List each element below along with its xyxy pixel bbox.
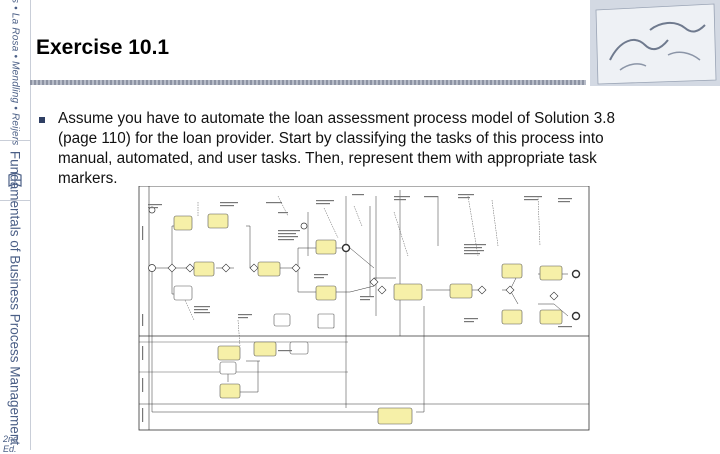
title-divider bbox=[30, 80, 586, 85]
edition-text: 2nd Ed. bbox=[3, 434, 19, 454]
drawing-hands-illustration bbox=[590, 0, 720, 86]
exercise-text: Assume you have to automate the loan ass… bbox=[58, 110, 615, 187]
loan-process-diagram bbox=[138, 185, 590, 432]
authors-text: Dumas • La Rosa • Mendling • Reijers bbox=[9, 0, 21, 146]
sidebar-divider bbox=[0, 140, 30, 141]
sidebar-divider bbox=[0, 200, 30, 201]
book-title-text: Fundamentals of Business Process Managem… bbox=[7, 150, 23, 446]
sidebar-banner: Dumas • La Rosa • Mendling • Reijers Fun… bbox=[0, 0, 31, 454]
slide-title: Exercise 10.1 bbox=[36, 36, 170, 59]
book-icon bbox=[5, 170, 25, 195]
square-bullet-icon bbox=[39, 117, 45, 123]
